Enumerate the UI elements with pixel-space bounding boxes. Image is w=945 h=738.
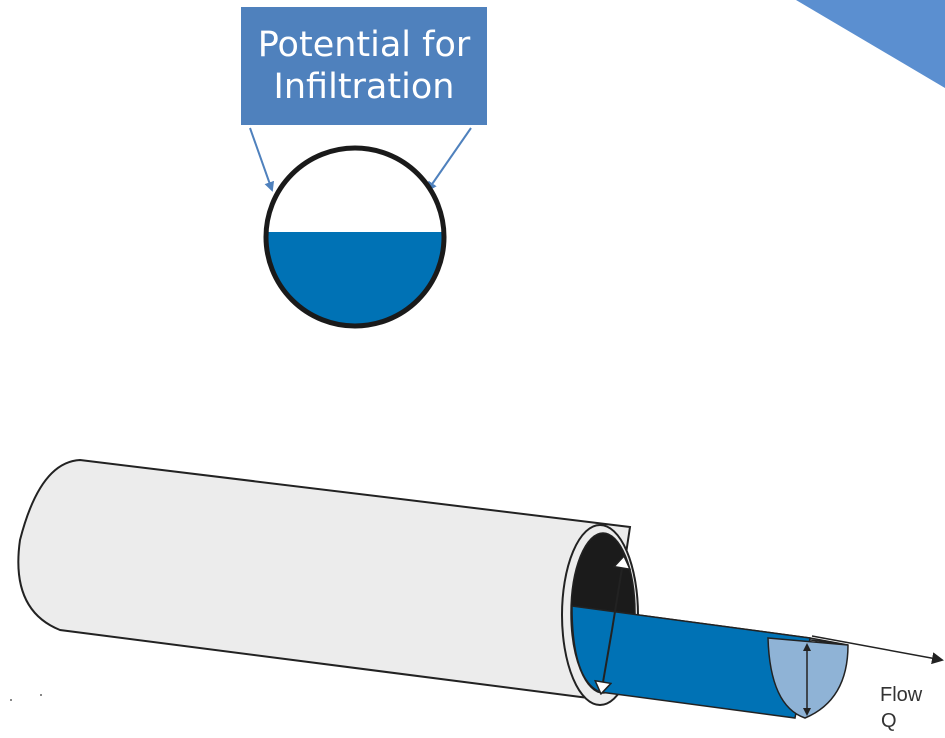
water-end-section	[767, 637, 849, 719]
water-fill	[266, 232, 444, 326]
callout-line-1: Potential for	[257, 25, 471, 65]
water-channel	[571, 605, 849, 719]
flow-label: Flow	[880, 684, 923, 706]
infiltration-callout-box: Potential for Infiltration	[241, 7, 487, 125]
pipe-cross-section	[263, 145, 447, 329]
corner-triangle-decoration	[796, 0, 945, 88]
callout-line-2: Infiltration	[273, 67, 455, 107]
flow-arrow	[811, 635, 944, 665]
flow-symbol-label: Q	[881, 710, 897, 732]
diameter-arrow	[602, 562, 623, 688]
right-infiltration-arrow	[426, 127, 472, 192]
pipe-body	[17, 458, 639, 706]
left-infiltration-arrow	[249, 127, 275, 192]
